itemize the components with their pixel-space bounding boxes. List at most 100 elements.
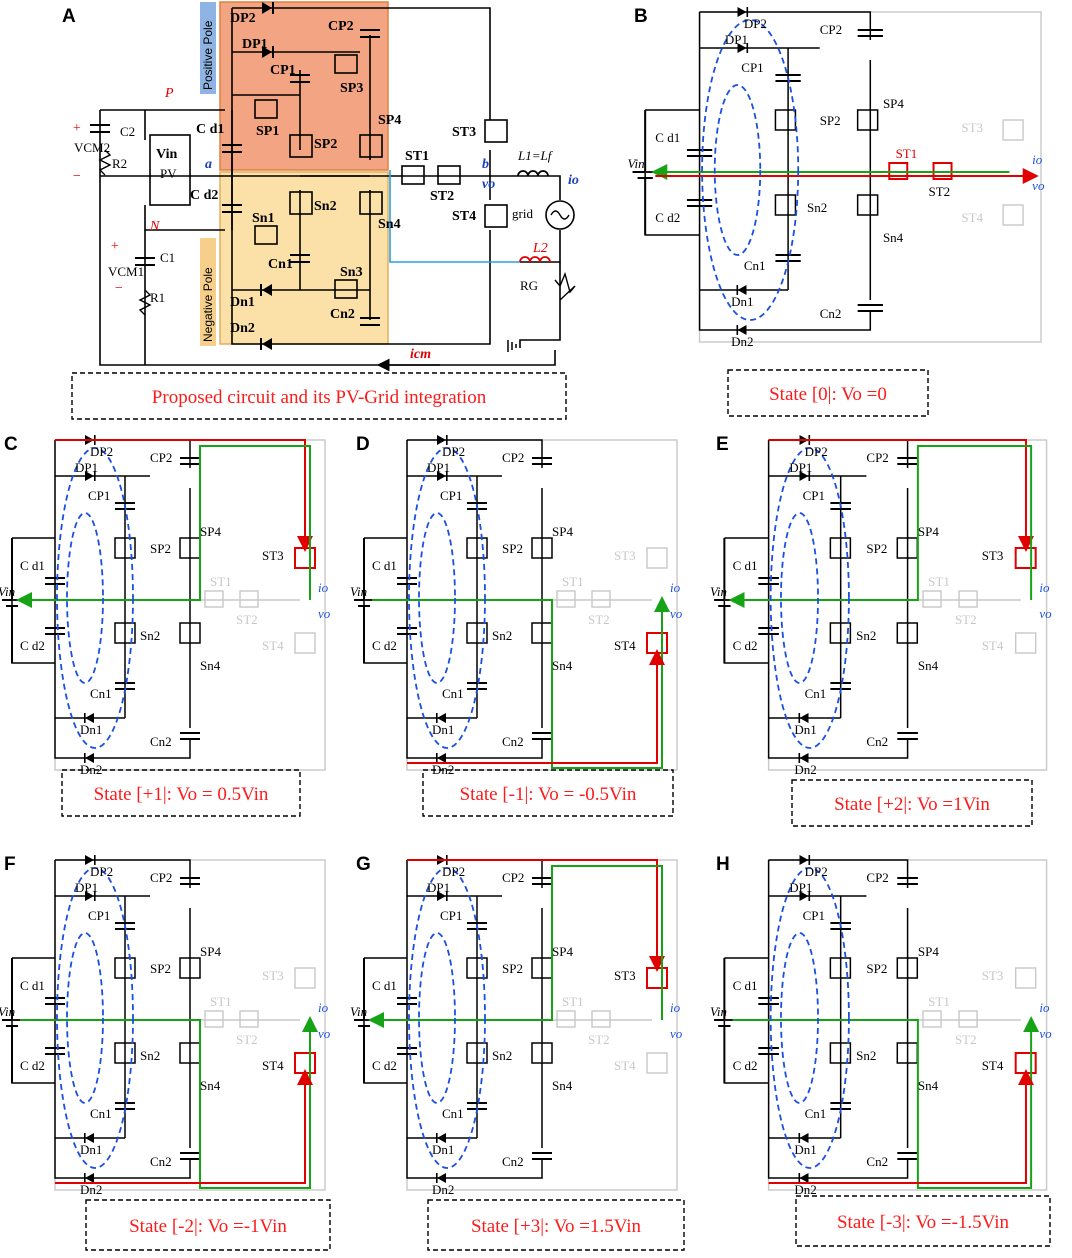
circulating-current-loops	[769, 447, 850, 749]
cn2-label: Cn2	[866, 734, 888, 749]
state-caption: State [+3|: Vo =1.5Vin	[471, 1216, 642, 1237]
grid-label: grid	[512, 206, 533, 221]
panel-letter: F	[4, 854, 16, 875]
sn4-label: Sn4	[200, 658, 221, 673]
sn2-label: Sn2	[856, 628, 876, 643]
dp1-label: DP1	[242, 37, 268, 52]
dp2-label: DP2	[805, 864, 828, 879]
cn2-label: Cn2	[150, 734, 172, 749]
sp4-label: SP4	[200, 944, 221, 959]
c1-label: C1	[160, 250, 175, 265]
dp2-label: DP2	[442, 444, 465, 459]
dp1-label: DP1	[427, 880, 450, 895]
cd1-label: C d1	[20, 558, 45, 573]
st3-label: ST3	[452, 125, 476, 140]
panel-letter-a: A	[62, 6, 76, 27]
st2-label: ST2	[430, 189, 454, 204]
vin-label: Vin	[0, 1004, 15, 1019]
sn2-label: Sn2	[492, 628, 512, 643]
dc-link-capacitors	[758, 877, 918, 1160]
vin-label: Vin	[710, 584, 727, 599]
sp4-label: SP4	[552, 944, 573, 959]
cn1-label: Cn1	[805, 1106, 827, 1121]
caption-box	[61, 769, 301, 817]
positive-pole-label: Positive Pole	[201, 20, 215, 90]
dn1-label: Dn1	[731, 294, 753, 309]
cn2-label: Cn2	[330, 307, 355, 322]
dn2-label: Dn2	[432, 1182, 454, 1197]
vin-label: Vin	[156, 147, 177, 162]
sn1-label: Sn1	[252, 211, 275, 226]
diodes	[84, 855, 96, 1183]
cn1-label: Cn1	[442, 686, 464, 701]
cp1-label: CP1	[803, 908, 825, 923]
cp2-label: CP2	[150, 450, 172, 465]
st2-label: ST2	[236, 1032, 258, 1047]
r1-resistor-icon	[138, 289, 152, 316]
pv-label: PV	[160, 166, 177, 181]
circulating-current-loops	[56, 867, 134, 1169]
cp1-label: CP1	[741, 60, 763, 75]
vcm1-minus: −	[114, 281, 123, 296]
sn4-label: Sn4	[552, 658, 573, 673]
sp2-label: SP2	[502, 541, 523, 556]
panel-letter: E	[716, 434, 729, 455]
l2-label: L2	[532, 241, 548, 256]
io-label: io	[670, 1000, 681, 1015]
st1-label: ST1	[562, 574, 584, 589]
circulating-current-loops	[769, 867, 850, 1169]
vo-label: vo	[670, 606, 683, 621]
sp2-label: SP2	[866, 961, 887, 976]
dn2-label: Dn2	[230, 321, 255, 336]
sn2-label: Sn2	[140, 1048, 160, 1063]
sp4-label: SP4	[918, 944, 939, 959]
cn2-label: Cn2	[502, 734, 524, 749]
dc-link-capacitors	[758, 457, 918, 740]
dn1-label: Dn1	[80, 1142, 102, 1157]
io-label: io	[1039, 1000, 1050, 1015]
vo-label: vo	[1039, 1026, 1052, 1041]
sp2-label: SP2	[866, 541, 887, 556]
cp1-label: CP1	[88, 908, 110, 923]
vin-label: Vin	[350, 584, 367, 599]
vo-label: vo	[670, 1026, 683, 1041]
cp1-label: CP1	[270, 63, 296, 78]
cp2-label: CP2	[502, 450, 524, 465]
sn2-label: Sn2	[492, 1048, 512, 1063]
vcm2-plus: +	[72, 121, 81, 136]
io-label: io	[1032, 152, 1043, 167]
r2-resistor-icon	[98, 149, 112, 176]
dp2-label: DP2	[90, 444, 113, 459]
st4-label: ST4	[262, 1058, 284, 1073]
dc-link-capacitors	[397, 877, 552, 1160]
st2-label: ST2	[236, 612, 258, 627]
cp2-label: CP2	[328, 19, 354, 34]
sp2-label: SP2	[150, 541, 171, 556]
sp4-label: SP4	[200, 524, 221, 539]
vin-label: Vin	[350, 1004, 367, 1019]
cn2-label: Cn2	[820, 306, 842, 321]
cp1-label: CP1	[88, 488, 110, 503]
caption-box	[727, 369, 929, 417]
state-caption: State [-2|: Vo =-1Vin	[129, 1216, 287, 1237]
dp1-label: DP1	[75, 880, 98, 895]
io-label: io	[1039, 580, 1050, 595]
cd2-label: C d2	[372, 1058, 397, 1073]
sn4-label: Sn4	[552, 1078, 573, 1093]
dp1-label: DP1	[75, 460, 98, 475]
vo-label: vo	[1032, 178, 1045, 193]
panel-a-inductor-l2	[519, 256, 551, 263]
current-path	[728, 439, 1037, 608]
dp1-label: DP1	[725, 32, 748, 47]
sn2-label: Sn2	[807, 200, 827, 215]
sp2-label: SP2	[314, 137, 337, 152]
st3-label: ST3	[982, 548, 1004, 563]
l2-wire	[389, 170, 520, 263]
cp1-label: CP1	[440, 488, 462, 503]
st2-label: ST2	[928, 184, 950, 199]
cp2-label: CP2	[502, 870, 524, 885]
dn2-label: Dn2	[80, 762, 102, 777]
